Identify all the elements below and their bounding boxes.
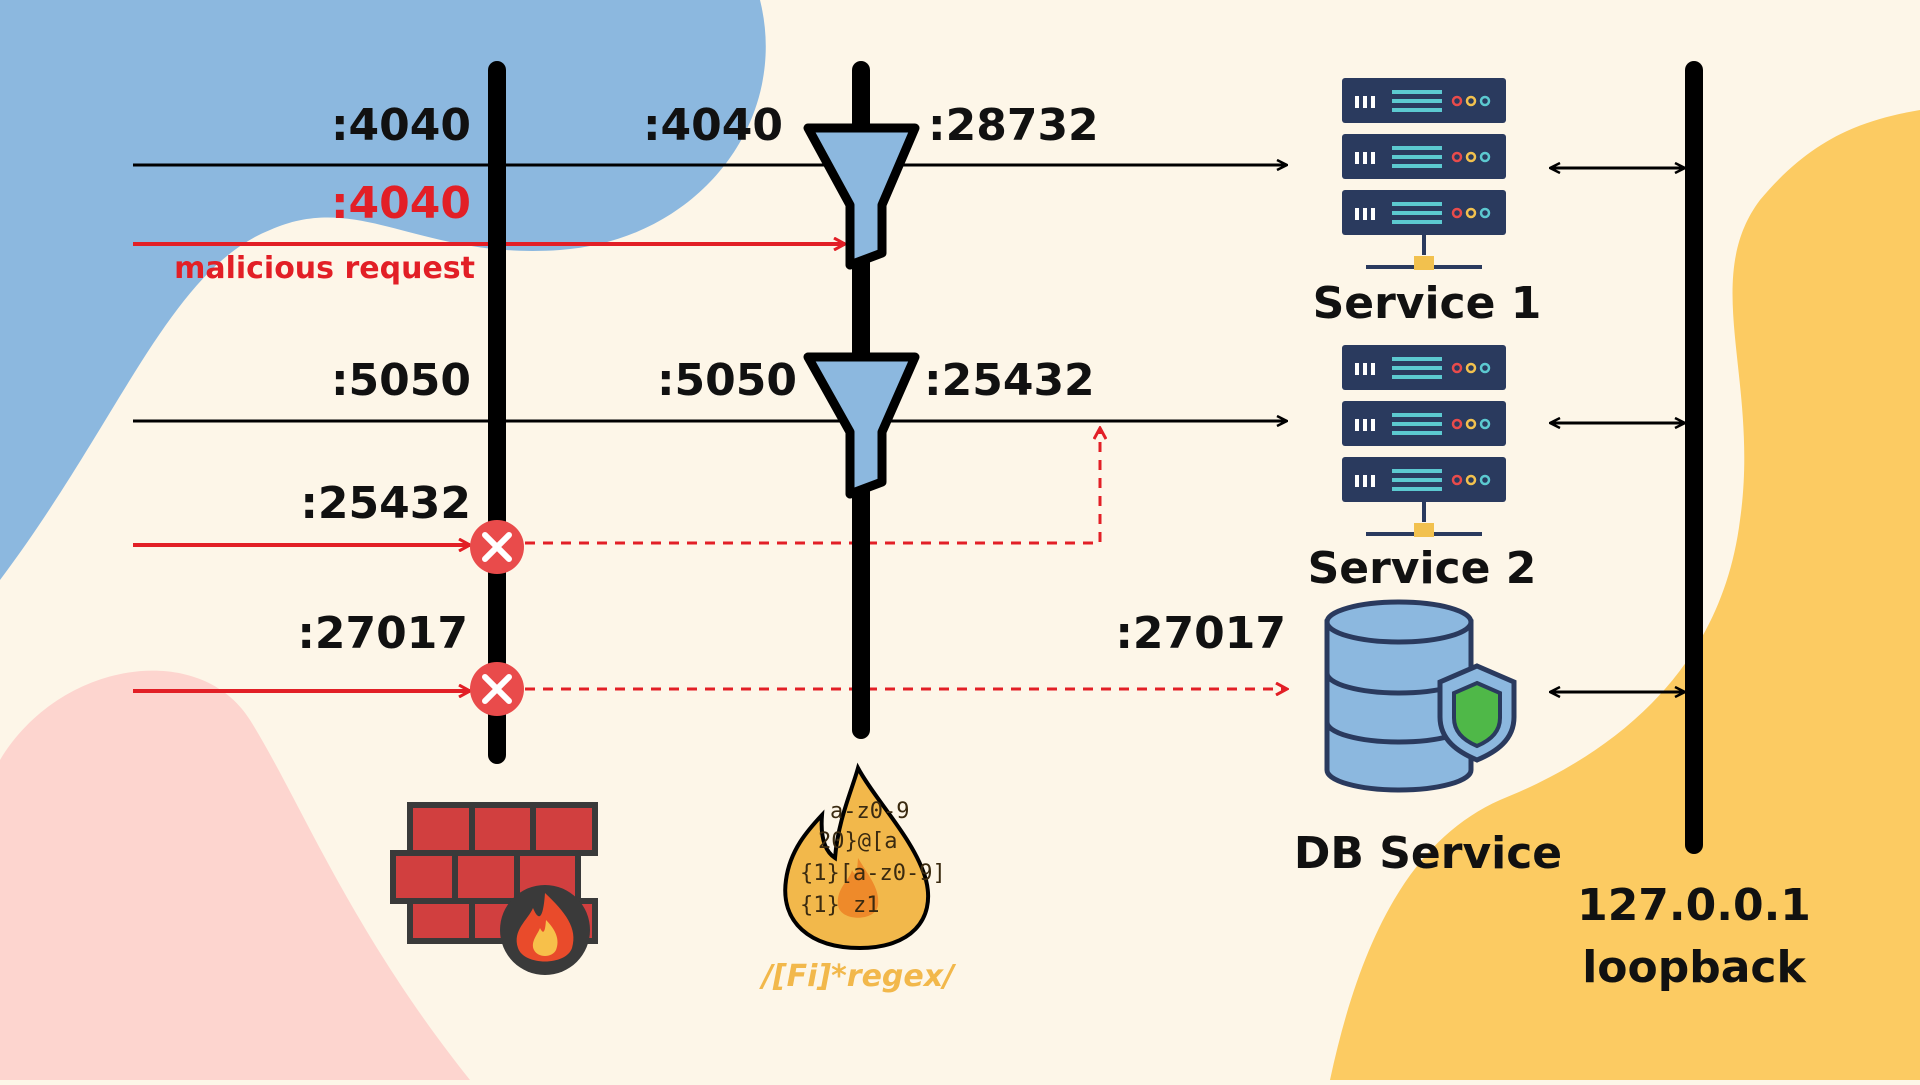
funnel-filter-icon (803, 352, 920, 499)
server-rack-icon (1342, 78, 1506, 270)
yellow-blob (1330, 110, 1920, 1080)
loopback-ip-label: 127.0.0.1 (1577, 880, 1811, 931)
regex-fire-icon (783, 762, 931, 951)
port-label-fw-4040: :4040 (331, 100, 471, 151)
regex-code-line-3: {1}[a-z0-9] (800, 861, 946, 886)
port-label-filter-out-28732: :28732 (928, 100, 1099, 151)
regex-code-line-1: a-z0-9 (830, 799, 909, 824)
port-label-fw-4040-malicious: :4040 (331, 178, 471, 229)
blocked-x-icon (470, 520, 524, 574)
service2-label: Service 2 (1308, 543, 1537, 594)
db-service-label: DB Service (1294, 828, 1562, 879)
server-rack-icon (1342, 345, 1506, 537)
funnel-filter-icon (803, 123, 920, 270)
port-label-fw-27017: :27017 (297, 608, 468, 659)
pink-blob (0, 670, 470, 1080)
port-label-fw-5050: :5050 (331, 355, 471, 406)
port-label-filter-in-4040: :4040 (643, 100, 783, 151)
flow-25432-bypass (525, 428, 1100, 545)
port-label-db-27017: :27017 (1115, 608, 1286, 659)
loopback-label: loopback (1582, 942, 1807, 993)
regex-code-line-2: 20}@[a (818, 829, 897, 854)
regex-code-line-4: {1} z1 (800, 893, 879, 918)
port-label-fw-25432: :25432 (300, 478, 471, 529)
regex-caption: /[Fi]*regex/ (759, 959, 957, 994)
port-label-filter-in-5050: :5050 (657, 355, 797, 406)
service1-label: Service 1 (1313, 278, 1542, 329)
blocked-x-icon (470, 662, 524, 716)
blue-blob (0, 0, 766, 580)
firewall-icon (390, 802, 598, 975)
malicious-request-label: malicious request (174, 251, 475, 286)
database-shield-icon (1324, 599, 1517, 793)
port-label-filter-out-25432: :25432 (924, 355, 1095, 406)
